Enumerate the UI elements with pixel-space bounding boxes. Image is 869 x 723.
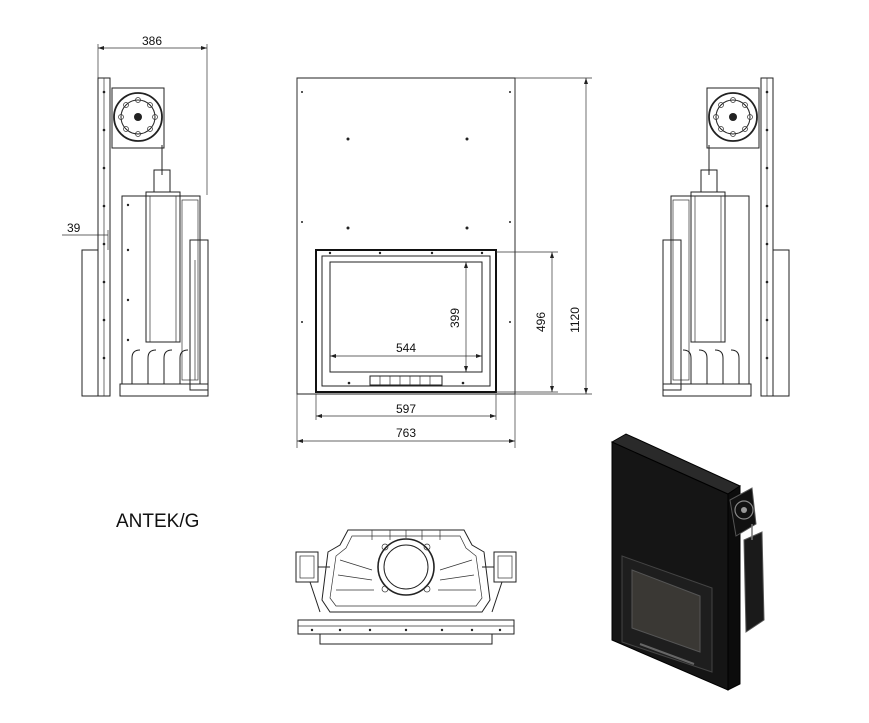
dimension-glass-height: 399 [448, 262, 468, 372]
top-view [295, 529, 517, 645]
dim-label-763: 763 [396, 426, 416, 440]
dim-label-39: 39 [67, 221, 81, 235]
isometric-view [610, 433, 765, 691]
dim-label-386: 386 [142, 34, 162, 48]
dimension-door-height: 496 [496, 251, 558, 393]
dim-label-544: 544 [396, 341, 416, 355]
dimension-side-offset: 39 [62, 221, 109, 250]
left-side-view: 386 39 [62, 34, 209, 397]
front-view: 544 399 496 1120 [296, 77, 592, 448]
dimension-glass-width: 544 [330, 341, 482, 358]
dimension-total-height: 1120 [515, 77, 592, 395]
dim-label-399: 399 [448, 308, 462, 328]
dim-label-496: 496 [534, 312, 548, 332]
model-name: ANTEK/G [116, 511, 199, 532]
dim-label-597: 597 [396, 402, 416, 416]
dimension-door-frame-width: 597 [315, 394, 497, 420]
dimension-front-width: 763 [297, 426, 515, 443]
dim-label-1120: 1120 [568, 307, 582, 333]
dimension-side-depth: 386 [97, 34, 208, 195]
right-side-view [662, 77, 790, 397]
door-frame [315, 249, 497, 393]
